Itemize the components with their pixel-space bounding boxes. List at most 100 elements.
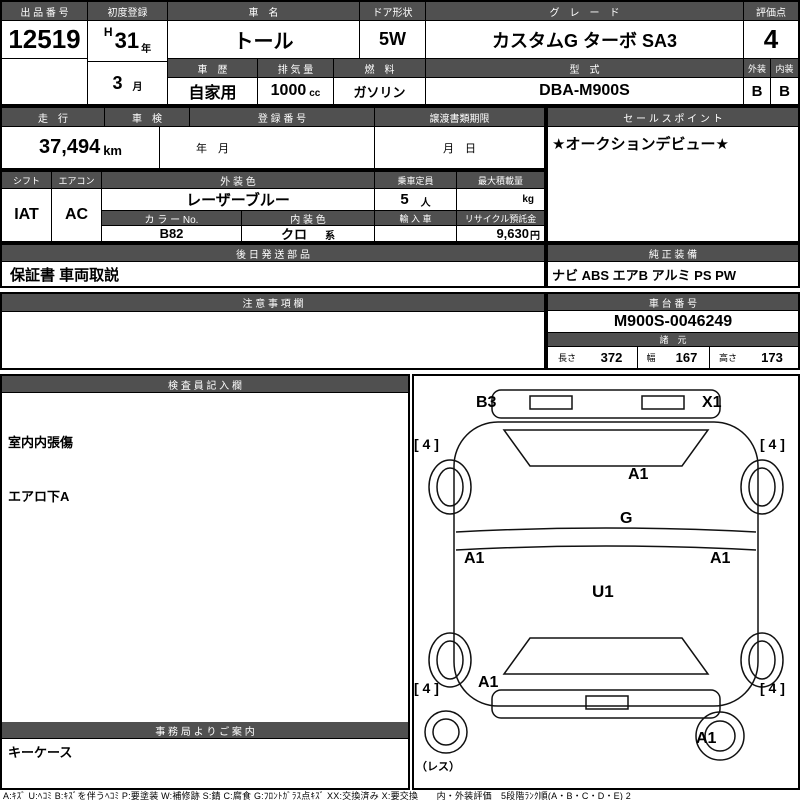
sales-point-value: ★オークションデビュー★ <box>552 136 729 153</box>
mileage-unit: km <box>103 142 122 158</box>
interior-color-unit: 系 <box>325 231 335 241</box>
door-shape-label: ドア形状 <box>360 2 426 21</box>
mileage-value-cell: 37,494 km <box>2 127 160 168</box>
tire-mark-front-left: [ 4 ] <box>414 436 439 452</box>
interior-color-value-cell: クロ 系 <box>242 226 375 241</box>
tire-extra <box>695 711 745 761</box>
damage-mark-glass: G <box>620 510 633 527</box>
wheel-rear-left <box>428 632 472 688</box>
width-value: 167 <box>664 347 710 368</box>
aircon-label: エアコン <box>52 172 102 189</box>
tire-mark-rear-right: [ 4 ] <box>760 680 785 696</box>
damage-mark-rear-left: B3 <box>476 394 497 411</box>
exterior-color-label: 外 装 色 <box>102 172 375 189</box>
first-reg-label: 初度登録 <box>88 2 168 21</box>
first-reg-year-cell: H 31 年 <box>88 21 168 62</box>
front-bumper <box>491 689 721 719</box>
score-value: 4 <box>744 21 798 59</box>
auction-no-value: 12519 <box>2 21 88 59</box>
capacity-value: 5 <box>400 191 409 208</box>
shipping-label: 後 日 発 送 部 品 <box>2 245 544 262</box>
capacity-label: 乗車定員 <box>375 172 457 189</box>
capacity-value-cell: 5 人 <box>375 189 457 211</box>
recycle-deposit-unit: 円 <box>530 231 540 241</box>
car-name-label: 車 名 <box>168 2 360 21</box>
first-reg-month: 3 <box>112 72 123 93</box>
spare-tire-mark: （レス） <box>416 761 460 773</box>
wheel-front-left <box>428 459 472 515</box>
grade-label: グ レ ー ド <box>426 2 744 21</box>
model-code-label: 型 式 <box>426 59 744 78</box>
auction-no-label: 出 品 番 号 <box>2 2 88 21</box>
displacement-value-cell: 1000 cc <box>258 78 334 104</box>
fuel-value: ガソリン <box>334 78 426 104</box>
wheel-rear-right <box>740 632 784 688</box>
auction-no-empty-cell <box>2 59 88 104</box>
max-load-unit: kg <box>522 194 534 205</box>
tire-mark-rear-left: [ 4 ] <box>414 680 439 696</box>
mileage-label: 走 行 <box>2 108 105 127</box>
length-value: 372 <box>586 347 638 368</box>
interior-grade-label: 内装 <box>771 59 798 78</box>
front-glass <box>502 637 710 675</box>
first-reg-month-unit: 月 <box>132 81 143 93</box>
height-value: 173 <box>761 350 783 365</box>
transfer-deadline-value: 月 日 <box>443 142 476 155</box>
shift-label: シフト <box>2 172 52 189</box>
displacement-label: 排 気 量 <box>258 59 334 78</box>
damage-mark-side-left: A1 <box>464 550 485 567</box>
history-value: 自家用 <box>168 78 258 104</box>
office-note-value: キーケース <box>8 745 73 760</box>
interior-color-value: クロ <box>280 227 307 241</box>
damage-mark-panel-upper: A1 <box>628 466 649 483</box>
inspector-notes: 室内内張傷 エアロ下A <box>8 398 73 542</box>
door-shape-value: 5W <box>360 21 426 59</box>
office-note-label: 事 務 局 よ り ご 案 内 <box>2 722 408 739</box>
aircon-value: AC <box>52 189 102 241</box>
first-reg-month-cell: 3 月 <box>88 62 168 104</box>
recycle-deposit-value: 9,630 <box>496 226 529 241</box>
color-no-value: B82 <box>102 226 242 241</box>
shipping-section: 後 日 発 送 部 品 保証書 車両取説 <box>0 243 546 288</box>
damage-mark-lower-left: A1 <box>478 674 499 691</box>
equipment-value: ナビ ABS エアB アルミ PS PW <box>552 267 737 283</box>
max-load-label: 最大積載量 <box>457 172 544 189</box>
top-info-section: 出 品 番 号 初度登録 車 名 ドア形状 グ レ ー ド 評価点 12519 … <box>0 0 800 106</box>
transfer-deadline-label: 譲渡書類期限 <box>375 108 544 127</box>
wheel-front-right <box>740 459 784 515</box>
length-label: 長さ <box>557 353 576 363</box>
imported-value <box>375 226 457 241</box>
first-reg-era: H <box>103 25 113 39</box>
grade-value: カスタムG ターボ SA3 <box>426 21 744 59</box>
dimensions-row: 長さ 372 幅 167 高さ 173 <box>548 347 798 368</box>
max-load-value-cell: kg <box>457 189 544 211</box>
inspector-note-line2: エアロ下A <box>8 489 70 504</box>
recycle-deposit-label: リサイクル預託金 <box>457 211 544 226</box>
notes-value <box>2 312 544 368</box>
history-label: 車 歴 <box>168 59 258 78</box>
inspector-section: 検 査 員 記 入 欄 室内内張傷 エアロ下A 事 務 局 よ り ご 案 内 … <box>0 374 410 790</box>
dimensions-label: 諸 元 <box>548 333 798 347</box>
roof-seam-1 <box>455 527 757 533</box>
sales-point-label: セ ー ル ス ポ イ ン ト <box>548 108 798 127</box>
score-label: 評価点 <box>744 2 798 21</box>
chassis-label: 車 台 番 号 <box>548 294 798 311</box>
sales-point-section: セ ー ル ス ポ イ ン ト ★オークションデビュー★ <box>546 106 800 243</box>
shipping-value: 保証書 車両取説 <box>10 266 120 284</box>
model-code-value: DBA-M900S <box>426 78 744 104</box>
car-diagram <box>424 389 784 761</box>
damage-mark-side-right: A1 <box>710 550 731 567</box>
inspection-label: 車 検 <box>105 108 190 127</box>
imported-label: 輸 入 車 <box>375 211 457 226</box>
notes-label: 注 意 事 項 欄 <box>2 294 544 312</box>
exterior-color-value: レーザーブルー <box>102 189 375 211</box>
fuel-label: 燃 料 <box>334 59 426 78</box>
registration-no-label: 登 録 番 号 <box>190 108 375 127</box>
notes-section: 注 意 事 項 欄 <box>0 292 546 370</box>
height-label: 高さ <box>718 353 737 363</box>
damage-diagram-section: B3 X1 [ 4 ] [ 4 ] A1 G A1 A1 U1 A1 [ 4 ]… <box>412 374 800 790</box>
mileage-value: 37,494 <box>39 136 101 158</box>
equipment-section: 純 正 装 備 ナビ ABS エアB アルミ PS PW <box>546 243 800 288</box>
rear-glass <box>502 429 710 467</box>
